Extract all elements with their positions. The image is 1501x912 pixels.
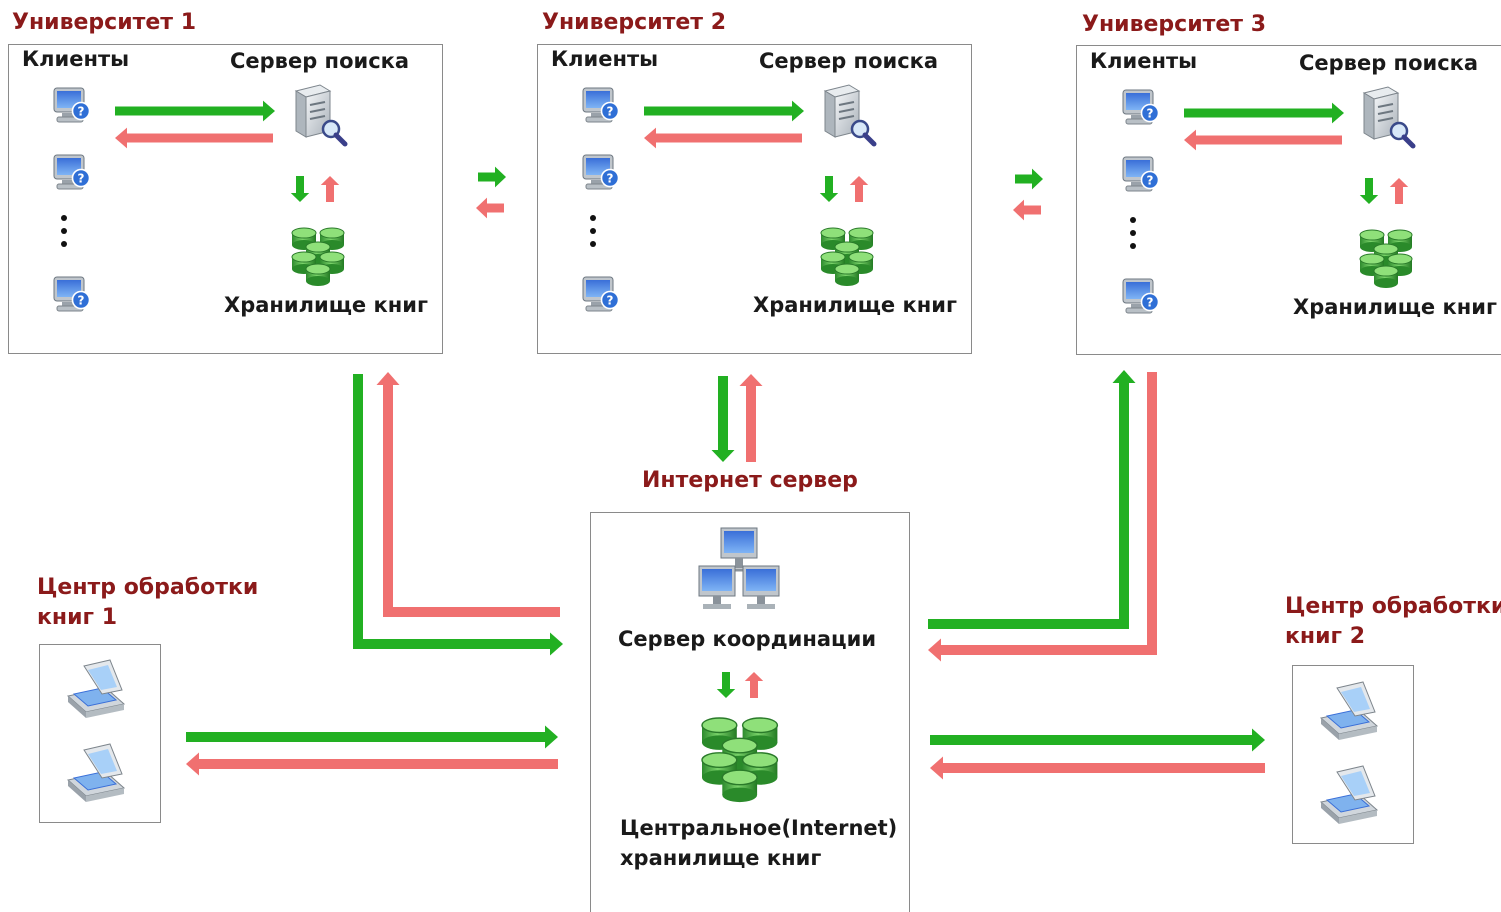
response-arrow-line <box>941 372 1157 655</box>
request-arrow-head <box>1332 102 1344 124</box>
request-arrow-line <box>928 383 1129 629</box>
response-arrow-head <box>739 374 763 386</box>
request-arrow-head <box>550 632 563 656</box>
processing-center-2-title-line1: Центр обработки <box>1285 594 1501 619</box>
ellipsis-dots-icon <box>61 215 67 247</box>
university-1-clients-label: Клиенты <box>22 47 130 71</box>
university-3-title: Университет 3 <box>1082 12 1267 37</box>
request-arrow-head <box>711 450 735 462</box>
processing-center-2-title-line2: книг 2 <box>1285 624 1366 649</box>
processing-center-1-title-line2: книг 1 <box>37 605 118 630</box>
response-arrow-head <box>476 197 487 219</box>
university-2-clients-label: Клиенты <box>551 47 659 71</box>
response-arrow-head <box>849 176 869 185</box>
internet-server-title: Интернет сервер <box>642 468 858 493</box>
university-2-storage-label: Хранилище книг <box>753 293 957 317</box>
coordination-server-label: Сервер координации <box>618 627 877 651</box>
request-arrow-head <box>1252 728 1265 752</box>
response-arrow-line <box>383 385 560 617</box>
request-arrow-line <box>353 374 550 649</box>
ellipsis-dots-icon <box>1130 217 1136 249</box>
processing-center-1-title-line1: Центр обработки <box>37 575 259 600</box>
university-1-server-label: Сервер поиска <box>230 49 410 73</box>
ellipsis-dots-icon <box>590 215 596 247</box>
university-3-storage-label: Хранилище книг <box>1293 295 1497 319</box>
university-2-server-label: Сервер поиска <box>759 49 939 73</box>
response-arrow-head <box>115 127 127 149</box>
central-storage-label-2: хранилище книг <box>620 846 822 870</box>
response-arrow-head <box>644 127 656 149</box>
request-arrow-head <box>545 725 558 749</box>
response-arrow-head <box>1389 178 1409 187</box>
request-arrow-head <box>716 689 736 698</box>
response-arrow-head <box>320 176 340 185</box>
university-2-title: Университет 2 <box>542 10 727 35</box>
response-arrow-head <box>186 752 199 776</box>
response-arrow-head <box>1013 199 1024 221</box>
request-arrow-head <box>1112 370 1136 383</box>
university-1-title: Университет 1 <box>12 10 197 35</box>
university-3-clients-label: Клиенты <box>1090 49 1198 73</box>
request-arrow-head <box>819 193 839 202</box>
university-1-storage-label: Хранилище книг <box>224 293 428 317</box>
response-arrow-head <box>928 638 941 662</box>
central-storage-label-1: Центральное(Internet) <box>620 816 898 840</box>
request-arrow-head <box>1032 168 1043 190</box>
response-arrow-head <box>930 756 943 780</box>
response-arrow-head <box>1184 129 1196 151</box>
request-arrow-head <box>495 166 506 188</box>
response-arrow-head <box>376 372 400 385</box>
response-arrow-head <box>744 672 764 681</box>
university-3-server-label: Сервер поиска <box>1299 51 1479 75</box>
request-arrow-head <box>1359 195 1379 204</box>
request-arrow-head <box>263 100 275 122</box>
request-arrow-head <box>290 193 310 202</box>
request-arrow-head <box>792 100 804 122</box>
